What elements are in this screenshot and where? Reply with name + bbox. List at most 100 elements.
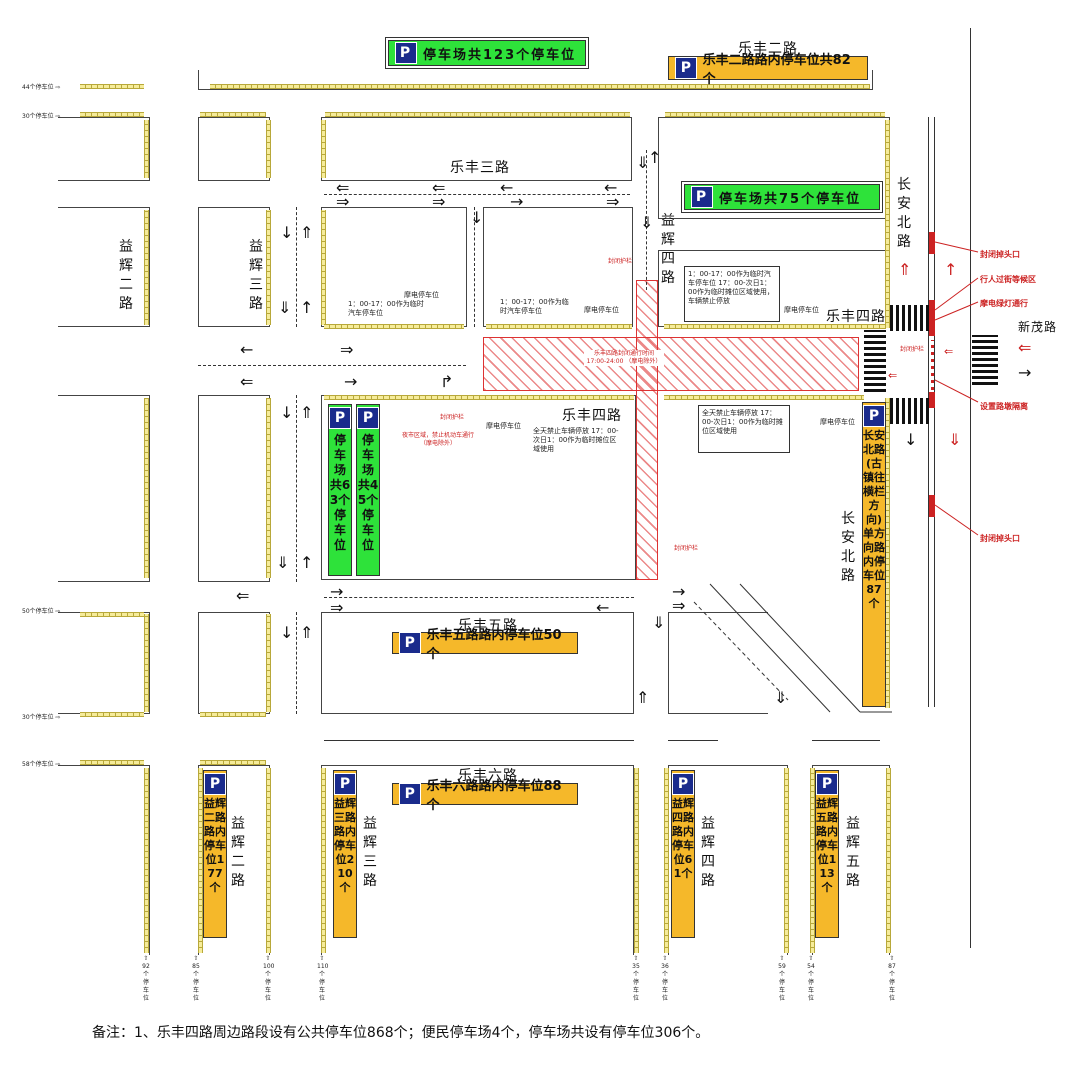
road-lefeng4-center: 乐丰四路 bbox=[562, 408, 622, 424]
stall-row bbox=[664, 324, 886, 329]
arrow-icon: ⇓ bbox=[276, 553, 290, 572]
block-c bbox=[321, 117, 632, 181]
block-r bbox=[58, 765, 150, 955]
arrow-icon: ⇑ bbox=[636, 688, 650, 707]
bottom-count-unit: 个停车位 bbox=[318, 971, 325, 1002]
lot-yihui3-label: 益辉三路路内停车位210个 bbox=[334, 797, 356, 894]
note-guardrail-3: 封闭护栏 bbox=[674, 545, 699, 552]
bottom-count-unit: 个停车位 bbox=[632, 971, 639, 1002]
note-allday-center: 全天禁止车辆停放 17：00-次日1：00作为临时摊位区域使用 bbox=[530, 424, 626, 458]
bottom-count-num: 92 bbox=[142, 963, 150, 970]
arrow-icon: ↑ bbox=[648, 148, 662, 167]
lot-lefeng6-street: P 乐丰六路路内停车位88个 bbox=[392, 779, 578, 813]
bottom-count-unit: 个停车位 bbox=[661, 971, 668, 1002]
arrow-icon: ← bbox=[500, 178, 514, 197]
arrow-icon: ⇓ bbox=[948, 430, 962, 449]
bottom-count-num: 36 bbox=[661, 963, 669, 970]
road-yihui3-bot: 益辉三路 bbox=[363, 816, 377, 889]
stall-row bbox=[324, 324, 464, 329]
stall-col bbox=[266, 398, 271, 578]
block-a bbox=[58, 117, 150, 181]
closure-marker bbox=[929, 495, 935, 517]
stall-row bbox=[324, 395, 634, 400]
arrow-icon: ← bbox=[240, 340, 254, 359]
footnote: 备注：1、乐丰四路周边路段设有公共停车位868个；便民停车场4个，停车场共设有停… bbox=[92, 1025, 710, 1041]
block-p bbox=[321, 612, 634, 714]
arrow-icon: ⇒ bbox=[432, 192, 446, 211]
arrow-icon: ← bbox=[604, 178, 618, 197]
road-changan-mid: 长安北路 bbox=[841, 511, 855, 584]
bottom-count-unit: 个停车位 bbox=[142, 971, 149, 1002]
note-allday-right-text: 全天禁止车辆停放 17：00-次日1：00作为临时摊位区域使用 bbox=[702, 409, 783, 435]
bottom-count-unit: 个停车位 bbox=[778, 971, 785, 1002]
bottom-count-num: 110 bbox=[317, 963, 329, 970]
stall-col bbox=[144, 768, 149, 953]
arrow-icon: → bbox=[510, 192, 524, 211]
lot-lefeng6-label: 乐丰六路路内停车位88个 bbox=[426, 779, 562, 813]
arrow-icon: ⇓ bbox=[652, 613, 666, 632]
stall-col bbox=[266, 120, 271, 178]
arrow-icon: ⇒ bbox=[672, 596, 686, 615]
edge-count-50: 50个停车位 ⇨ bbox=[22, 608, 61, 615]
stall-col bbox=[810, 768, 815, 953]
arrow-icon: ⇑ bbox=[300, 223, 314, 242]
crosswalk bbox=[890, 398, 930, 424]
label-closed-head-1: 封闭掉头口 bbox=[980, 250, 1020, 259]
arrow-icon: ⇐ bbox=[888, 369, 898, 382]
lot-lefeng5-label: 乐丰五路路内停车位50个 bbox=[426, 628, 562, 662]
rule-1 bbox=[324, 740, 634, 741]
east-boundary bbox=[970, 28, 971, 948]
note-guardrail-4: 封闭护栏 bbox=[900, 346, 925, 353]
p-icon: P bbox=[395, 42, 417, 64]
note-allday-center-text: 全天禁止车辆停放 17：00-次日1：00作为临时摊位区域使用 bbox=[533, 427, 619, 453]
arrow-icon: ⇓ bbox=[278, 298, 292, 317]
road-yihui4-top: 益辉四路 bbox=[661, 213, 675, 286]
road-lefeng5: 乐丰五路 bbox=[458, 618, 518, 634]
block-n bbox=[58, 612, 150, 714]
block-f bbox=[198, 207, 270, 327]
note-moto-1: 摩电停车位 bbox=[404, 291, 439, 299]
label-ped-wait: 行人过街等候区 bbox=[980, 275, 1036, 284]
crosswalk bbox=[864, 330, 886, 392]
edge-count-30a: 30个停车位 ⇨ bbox=[22, 113, 61, 120]
stall-col bbox=[784, 768, 789, 953]
note-moto-3: 摩电停车位 bbox=[784, 306, 819, 314]
bottom-count-num: 54 bbox=[807, 963, 815, 970]
stall-col bbox=[144, 210, 149, 325]
arrow-icon: ↓ bbox=[280, 623, 294, 642]
stall-col bbox=[266, 768, 271, 953]
bottom-count-num: 59 bbox=[778, 963, 786, 970]
p-icon: P bbox=[334, 773, 356, 795]
block-k bbox=[198, 395, 270, 582]
edge-count-30b: 30个停车位 ⇨ bbox=[22, 714, 61, 721]
stall-row bbox=[200, 760, 266, 765]
bottom-count-num: 85 bbox=[192, 963, 200, 970]
road-lefeng6: 乐丰六路 bbox=[458, 768, 518, 784]
arrow-icon: ↑ bbox=[300, 553, 314, 572]
label-closed-head-2: 封闭掉头口 bbox=[980, 534, 1020, 543]
arrow-icon: ↱ bbox=[440, 372, 454, 391]
arrow-icon: ⇑ bbox=[898, 260, 912, 279]
lot-63: P 停车场共63个停车位 bbox=[328, 404, 352, 576]
bollard-dots bbox=[931, 340, 934, 390]
stall-col bbox=[664, 768, 669, 953]
arrow-icon: ⇒ bbox=[606, 192, 620, 211]
lot-lefeng5-street: P 乐丰五路路内停车位50个 bbox=[392, 628, 578, 662]
stall-col bbox=[144, 614, 149, 712]
lot-45-label: 停车场共45个停车位 bbox=[357, 433, 379, 552]
lane-dash bbox=[296, 612, 297, 714]
block-q bbox=[668, 612, 768, 714]
arrow-icon: ↑ bbox=[300, 298, 314, 317]
lot-63-label: 停车场共63个停车位 bbox=[329, 433, 351, 552]
road-lefeng2: 乐丰二路 bbox=[738, 41, 798, 57]
stall-col bbox=[266, 210, 271, 325]
p-icon: P bbox=[399, 783, 421, 805]
p-icon: P bbox=[863, 405, 885, 427]
road-yihui2-top: 益辉二路 bbox=[119, 239, 133, 312]
lot-yihui4-label: 益辉四路路内停车位61个 bbox=[672, 797, 694, 880]
closure-marker bbox=[929, 392, 935, 408]
